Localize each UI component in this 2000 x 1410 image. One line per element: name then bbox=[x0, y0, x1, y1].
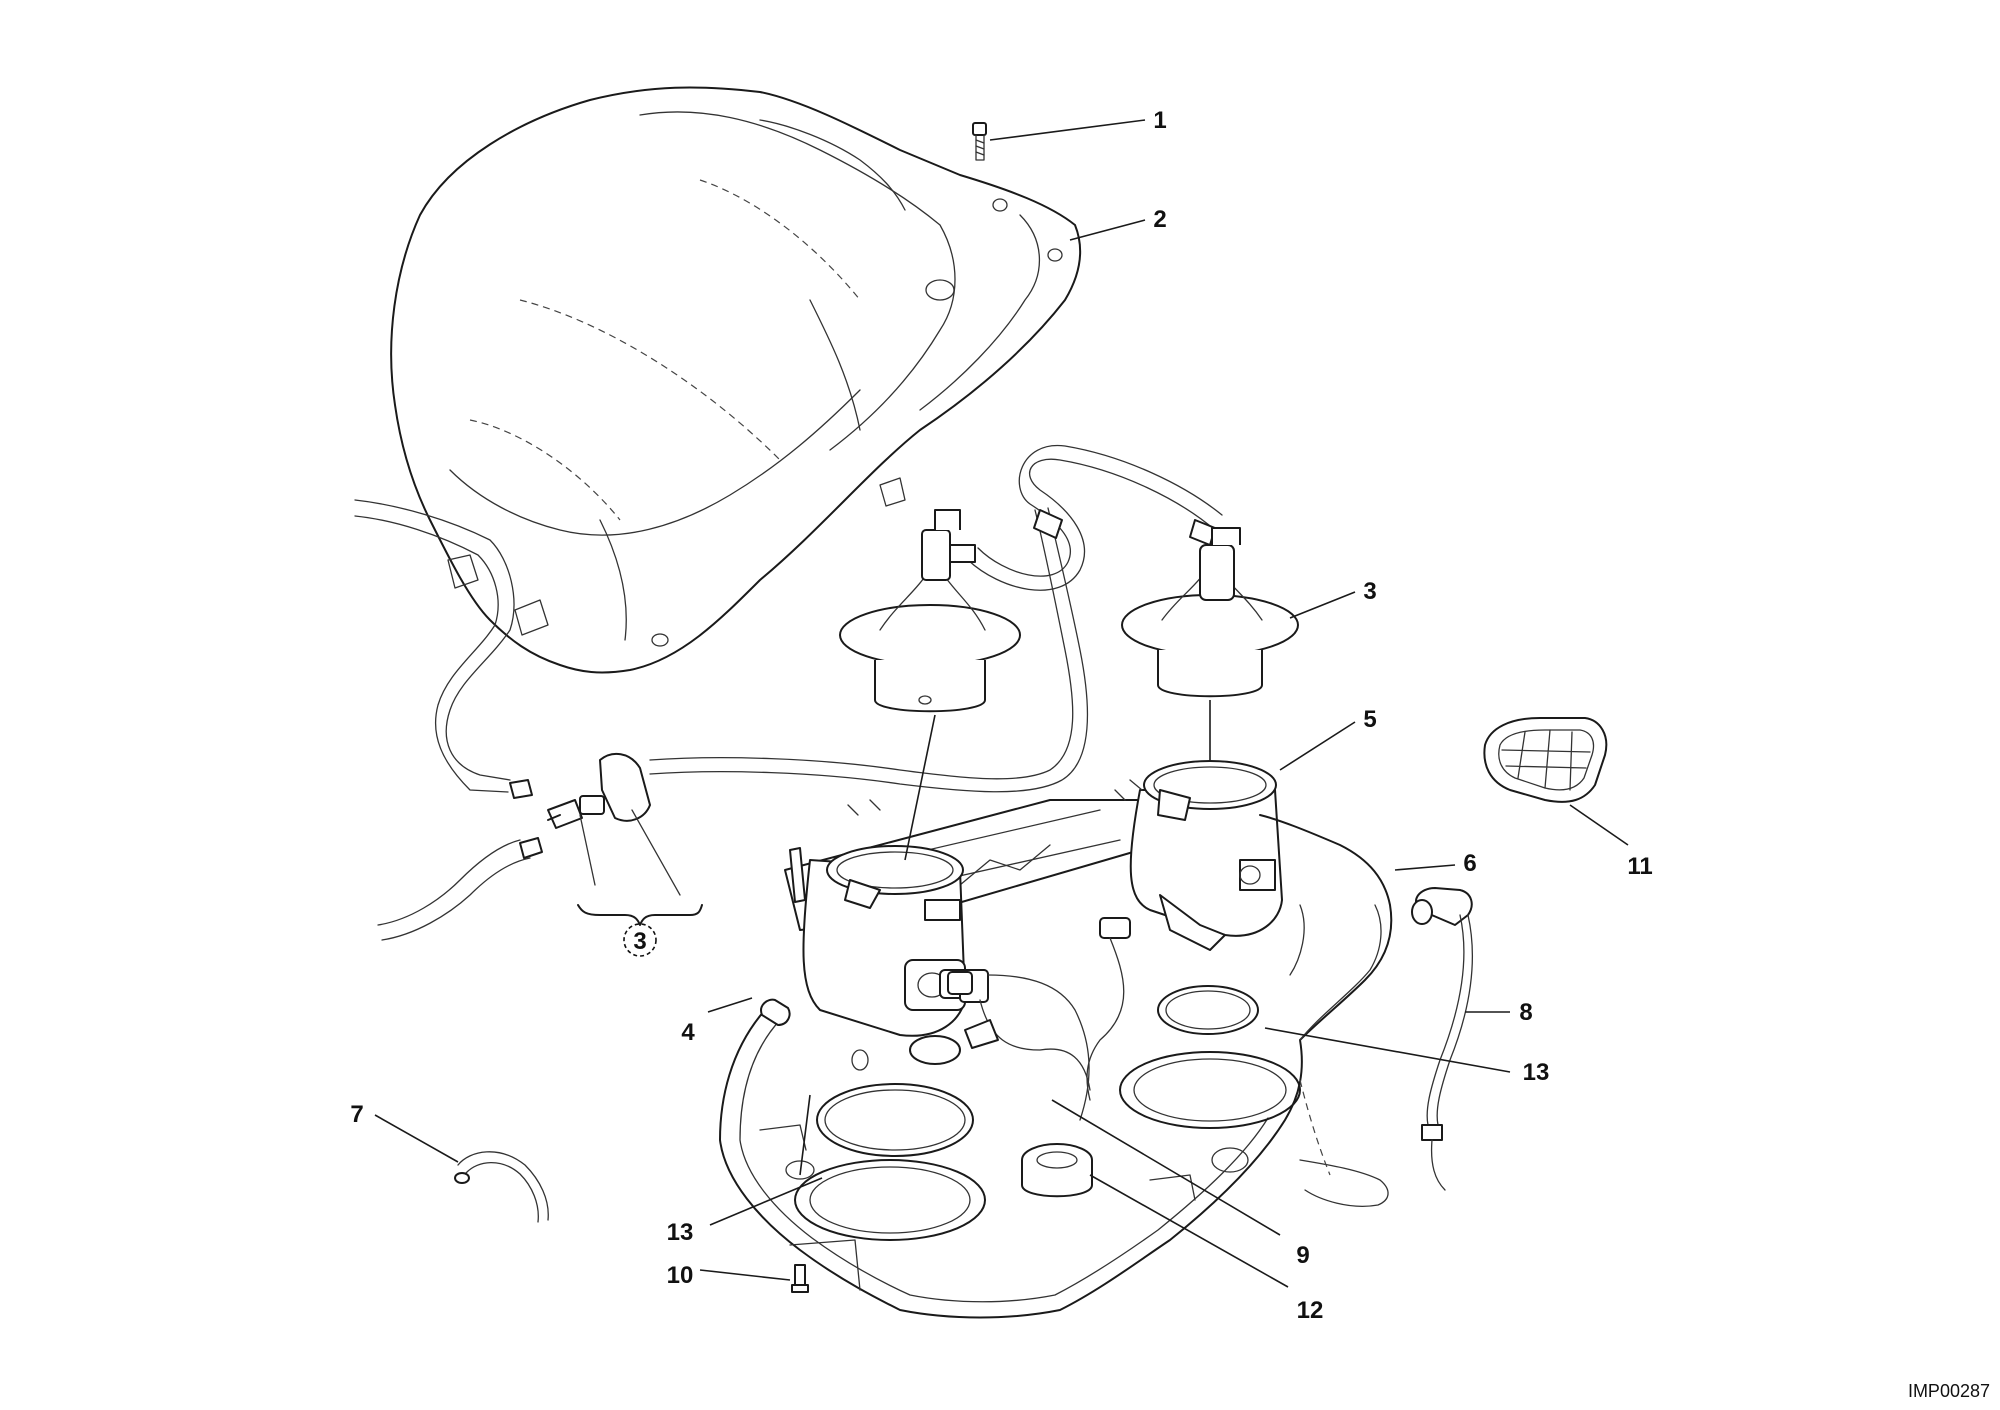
callout-labels: 1 2 3 3 4 5 6 7 8 9 10 11 12 13 13 bbox=[350, 107, 1652, 1324]
screw bbox=[972, 122, 987, 161]
airbox-cover bbox=[390, 86, 1082, 674]
callout-13-right: 13 bbox=[1523, 1059, 1550, 1086]
callout-1: 1 bbox=[1153, 107, 1166, 134]
callout-12: 12 bbox=[1297, 1297, 1324, 1324]
check-valve-assembly bbox=[547, 752, 703, 926]
callout-3-left: 3 bbox=[633, 928, 646, 955]
vent-hose-lower bbox=[377, 779, 543, 941]
figure-code: IMP00287 bbox=[1908, 1381, 1990, 1401]
diaphragm-valve-left bbox=[839, 509, 1021, 713]
callout-9: 9 bbox=[1296, 1242, 1309, 1269]
callout-2: 2 bbox=[1153, 206, 1166, 233]
o-ring-left bbox=[816, 1083, 974, 1157]
diaphragm-valve-right bbox=[1121, 527, 1299, 698]
vent-hose-upper bbox=[354, 499, 515, 793]
callout-13-left: 13 bbox=[667, 1219, 694, 1246]
grommet bbox=[1021, 1143, 1093, 1198]
wiring-harness bbox=[939, 917, 1131, 1121]
long-vacuum-hose bbox=[649, 507, 1089, 793]
callout-8: 8 bbox=[1519, 999, 1532, 1026]
o-ring-right bbox=[1157, 985, 1259, 1035]
callout-11: 11 bbox=[1627, 853, 1652, 880]
callout-4: 4 bbox=[681, 1019, 695, 1046]
callout-3-left-group: 3 bbox=[623, 923, 657, 957]
leader-lines bbox=[374, 119, 1629, 1288]
crossover-hose bbox=[967, 444, 1223, 591]
callout-10: 10 bbox=[667, 1262, 694, 1289]
callout-3-right: 3 bbox=[1363, 578, 1376, 605]
callout-7: 7 bbox=[350, 1101, 363, 1128]
air-filter-element bbox=[1483, 717, 1608, 803]
clip-screw bbox=[760, 998, 791, 1026]
bolt bbox=[791, 1264, 809, 1293]
callout-5: 5 bbox=[1363, 706, 1376, 733]
sensor-with-cable bbox=[1411, 887, 1473, 1191]
throttle-body-assembly bbox=[784, 760, 1283, 1065]
spring-clip bbox=[454, 1151, 549, 1223]
callout-6: 6 bbox=[1463, 850, 1476, 877]
